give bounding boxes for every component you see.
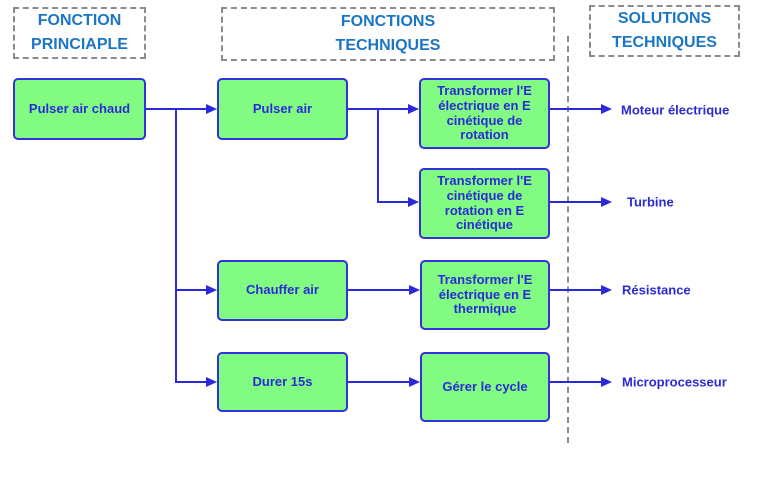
box-gerer-le-cycle-label: Gérer le cycle <box>442 378 528 394</box>
arrowhead-icon <box>409 377 420 387</box>
box-transformer-electrique-en-thermique-label: Transformer l'E électrique en E thermiqu… <box>437 271 533 317</box>
connector-chauffer-air-to-transformer-thermique <box>348 289 410 291</box>
box-transformer-electrique-en-thermique: Transformer l'E électrique en E thermiqu… <box>420 260 550 330</box>
connector-trunk-vertical <box>175 108 177 383</box>
box-pulser-air-label: Pulser air <box>252 100 313 116</box>
connector-trunk-to-chauffer-air <box>175 289 208 291</box>
header-fonction-principale-label: FONCTION PRINCIAPLE <box>31 12 128 53</box>
connector-branch-vertical <box>377 108 379 203</box>
box-pulser-air: Pulser air <box>217 78 348 140</box>
arrowhead-icon <box>409 285 420 295</box>
solutions-separator-line <box>567 36 569 443</box>
connector-branch-to-transformer-cinetique <box>377 201 409 203</box>
box-transformer-electrique-en-cinetique-rotation-label: Transformer l'E électrique en E cinétiqu… <box>437 82 532 143</box>
connector-to-turbine <box>550 201 602 203</box>
box-chauffer-air-label: Chauffer air <box>246 282 319 298</box>
box-durer-15s: Durer 15s <box>217 352 348 412</box>
header-fonctions-techniques-label: FONCTIONS TECHNIQUES <box>335 13 441 54</box>
box-gerer-le-cycle: Gérer le cycle <box>420 352 550 422</box>
arrowhead-icon <box>601 197 612 207</box>
solution-label-turbine: Turbine <box>627 194 674 210</box>
solution-label-resistance: Résistance <box>622 282 691 298</box>
header-solutions-techniques: SOLUTIONS TECHNIQUES <box>589 5 740 57</box>
arrowhead-icon <box>408 197 419 207</box>
solution-label-moteur-electrique: Moteur électrique <box>621 102 730 118</box>
arrowhead-icon <box>601 377 612 387</box>
solution-label-microprocesseur: Microprocesseur <box>622 374 727 390</box>
box-durer-15s-label: Durer 15s <box>252 373 313 389</box>
box-transformer-cinetique-rotation-en-cinetique-label: Transformer l'E cinétique de rotation en… <box>437 172 532 233</box>
box-pulser-air-chaud: Pulser air chaud <box>13 78 146 140</box>
header-solutions-techniques-label: SOLUTIONS TECHNIQUES <box>612 10 717 51</box>
connector-to-microprocesseur <box>550 381 602 383</box>
arrowhead-icon <box>601 285 612 295</box>
box-pulser-air-chaud-label: Pulser air chaud <box>28 100 131 116</box>
connector-trunk-to-durer-15s <box>175 381 208 383</box>
arrowhead-icon <box>206 377 217 387</box>
arrowhead-icon <box>408 104 419 114</box>
box-chauffer-air: Chauffer air <box>217 260 348 321</box>
connector-durer-15s-to-gerer-le-cycle <box>348 381 410 383</box>
header-fonction-principale: FONCTION PRINCIAPLE <box>13 7 146 59</box>
arrowhead-icon <box>206 285 217 295</box>
connector-to-moteur-electrique <box>550 108 602 110</box>
box-transformer-electrique-en-cinetique-rotation: Transformer l'E électrique en E cinétiqu… <box>419 78 550 149</box>
connector-pulser-air-chaud-to-pulser-air <box>146 108 208 110</box>
header-fonctions-techniques: FONCTIONS TECHNIQUES <box>221 7 555 61</box>
box-transformer-cinetique-rotation-en-cinetique: Transformer l'E cinétique de rotation en… <box>419 168 550 239</box>
connector-to-resistance <box>550 289 602 291</box>
arrowhead-icon <box>601 104 612 114</box>
arrowhead-icon <box>206 104 217 114</box>
